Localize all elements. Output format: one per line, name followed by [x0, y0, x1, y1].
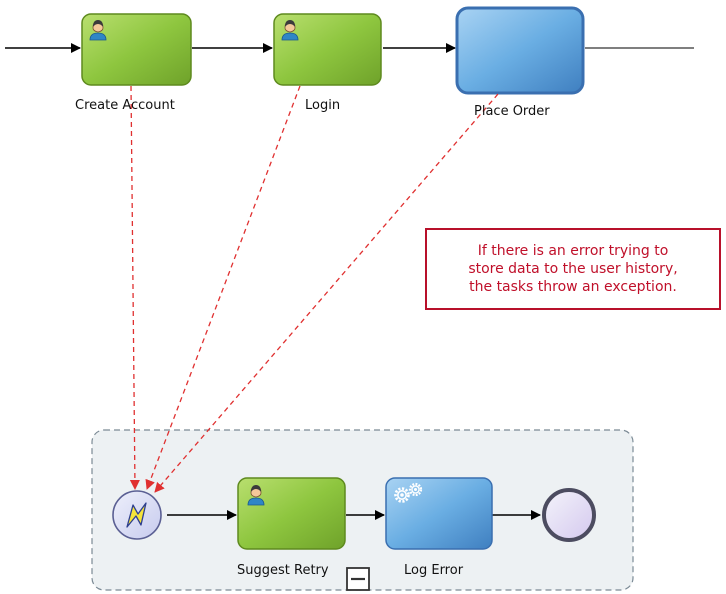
collapse-icon[interactable] — [346, 567, 370, 591]
lightning-icon — [126, 502, 147, 528]
task-label-login: Login — [305, 98, 341, 113]
task-label-log-error: Log Error — [404, 563, 464, 578]
task-suggest-retry[interactable] — [237, 477, 346, 550]
task-place-order[interactable] — [455, 6, 585, 95]
association-place-order — [154, 93, 499, 493]
task-login[interactable] — [273, 13, 382, 86]
task-create-account[interactable] — [81, 13, 192, 86]
note-line-2: store data to the user history, — [468, 261, 678, 277]
task-label-suggest-retry: Suggest Retry — [237, 563, 329, 578]
association-login — [145, 85, 301, 490]
task-label-create-account: Create Account — [75, 98, 175, 113]
exception-associations — [129, 85, 499, 493]
error-subprocess[interactable] — [91, 429, 634, 591]
task-label-place-order: Place Order — [474, 104, 550, 119]
task-log-error[interactable] — [385, 477, 493, 550]
end-event[interactable] — [542, 488, 596, 542]
error-start-event[interactable] — [112, 490, 162, 540]
note-line-1: If there is an error trying to — [477, 243, 669, 259]
note-line-3: the tasks throw an exception. — [469, 279, 677, 295]
annotation-note[interactable]: If there is an error trying to store dat… — [425, 228, 721, 310]
association-create-account — [129, 85, 140, 490]
